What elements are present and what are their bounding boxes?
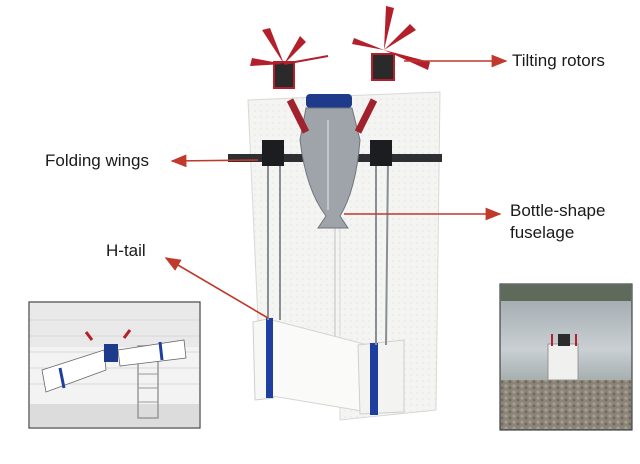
- right-folded-wing: [339, 91, 441, 421]
- right-tilting-rotor: [352, 6, 430, 81]
- bottle-cap: [306, 94, 352, 108]
- h-tail: [252, 317, 405, 415]
- right-tape: [370, 343, 378, 415]
- h-tail-label: H-tail: [106, 241, 146, 260]
- left-tape: [266, 318, 273, 398]
- fuselage-label-line2: fuselage: [510, 223, 575, 242]
- tilting-rotors-label: Tilting rotors: [512, 51, 605, 70]
- drone: [228, 6, 442, 421]
- fuselage-label-line1: Bottle-shape: [510, 201, 606, 220]
- folding-wings-arrow: [170, 154, 259, 168]
- h-tail-arrow: [164, 257, 269, 319]
- left-tilting-rotor: [250, 28, 329, 89]
- water-surface-photo: [499, 283, 633, 431]
- folding-wings-label: Folding wings: [45, 151, 149, 170]
- indoor-flight-photo: [28, 301, 201, 429]
- bottle-fuselage: [299, 94, 361, 229]
